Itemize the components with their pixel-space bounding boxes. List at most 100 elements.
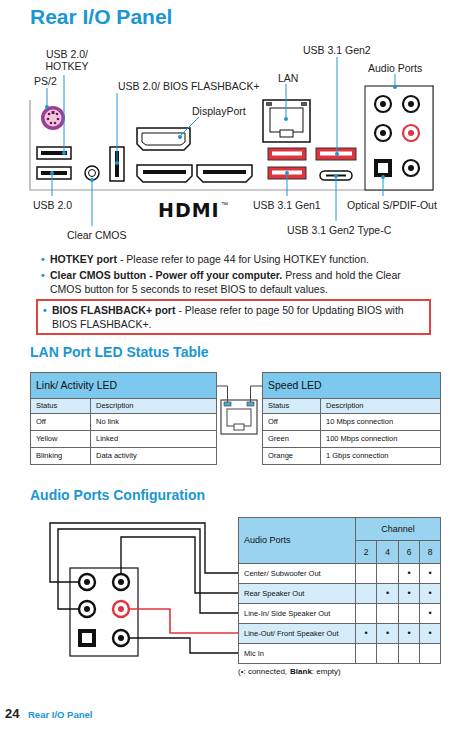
highlight-box: •BIOS FLASHBACK+ port- Please refer to p…: [36, 299, 431, 335]
port-label: USB 3.1 Gen1: [253, 199, 321, 211]
table-text: No link: [96, 417, 119, 427]
table-text: Channel: [381, 524, 415, 535]
table-text: •: [407, 588, 410, 599]
table-text: •: [407, 628, 410, 639]
table-cell: 8: [419, 540, 441, 564]
table-cell: [398, 603, 420, 624]
table-text: Status: [268, 401, 289, 411]
table-cell: •: [419, 583, 441, 604]
table-text: Line-In/ Side Speaker Out: [244, 609, 330, 619]
table-text: •: [428, 568, 431, 579]
table-text: Line-Out/ Front Speaker Out: [244, 629, 339, 639]
bold-term: HOTKEY port: [50, 253, 117, 265]
table-text: Off: [268, 417, 278, 427]
table-cell: No link: [90, 413, 217, 431]
table-cell: 2: [355, 540, 377, 564]
table-cell: Linked: [90, 430, 217, 448]
port-label: USB 3.1 Gen2: [303, 44, 371, 56]
table-cell: Blinking: [30, 447, 91, 465]
table-cell: Line-In/ Side Speaker Out: [238, 603, 356, 624]
port-label: USB 2.0/ BIOS FLASHBACK+: [118, 80, 260, 92]
table-cell: Channel: [355, 517, 441, 541]
footnote-text: : empty): [312, 667, 341, 676]
table-cell: •: [419, 563, 441, 584]
port-label: Clear CMOS: [67, 229, 127, 241]
table-footnote: (•: connected,Blank: empty): [238, 667, 341, 677]
table-text: Linked: [96, 434, 118, 444]
table-text: Yellow: [36, 434, 57, 444]
page-number: 24: [5, 706, 19, 721]
table-text: Description: [96, 401, 134, 411]
footer-title: Rear I/O Panel: [28, 709, 92, 720]
table-cell: Green: [262, 430, 321, 448]
table-cell: Speed LED: [262, 372, 441, 399]
trademark: ™: [221, 201, 228, 209]
table-cell: [398, 643, 420, 664]
table-text: Rear Speaker Out: [244, 589, 304, 599]
table-cell: 4: [376, 540, 399, 564]
section-heading: Audio Ports Configuration: [30, 487, 205, 504]
table-text: Green: [268, 434, 289, 444]
table-text: Blinking: [36, 451, 62, 461]
table-text: •: [386, 588, 389, 599]
port-label: PS/2: [34, 75, 57, 87]
table-text: Center/ Subwoofer Out: [244, 569, 321, 579]
table-text: 2: [364, 547, 369, 558]
table-text: 8: [428, 547, 433, 558]
table-cell: 10 Mbps connection: [320, 413, 441, 431]
table-cell: [419, 643, 441, 664]
table-text: Audio Ports: [244, 535, 291, 546]
port-label: USB 3.1 Gen2 Type-C: [287, 224, 391, 236]
table-cell: •: [398, 583, 420, 604]
table-text: Off: [36, 417, 46, 427]
footnote-text: Blank: [290, 667, 312, 676]
table-text: Status: [36, 401, 57, 411]
table-cell: [355, 643, 377, 664]
table-text: 100 Mbps connection: [326, 434, 397, 444]
table-cell: Yellow: [30, 430, 91, 448]
table-cell: Data activity: [90, 447, 217, 465]
table-cell: •: [419, 603, 441, 624]
table-cell: Status: [262, 398, 321, 414]
table-cell: Status: [30, 398, 91, 414]
table-cell: 6: [398, 540, 420, 564]
table-text: Speed LED: [268, 379, 322, 392]
table-text: Link/ Activity LED: [36, 379, 117, 392]
section-heading: LAN Port LED Status Table: [30, 344, 209, 361]
table-text: •: [428, 628, 431, 639]
bold-term: Clear CMOS button - Power off your compu…: [50, 269, 282, 281]
table-cell: Rear Speaker Out: [238, 583, 356, 604]
port-label: USB 2.0: [33, 199, 72, 211]
table-cell: Link/ Activity LED: [30, 372, 217, 399]
table-cell: Description: [320, 398, 441, 414]
body-text: - Please refer to page 44 for Using HOTK…: [120, 253, 369, 265]
table-cell: 100 Mbps connection: [320, 430, 441, 448]
table-cell: Audio Ports: [238, 517, 356, 564]
table-text: Mic In: [244, 649, 264, 659]
bullet-dot: •: [43, 303, 47, 317]
table-text: •: [386, 628, 389, 639]
bullet-item: • HOTKEY port- Please refer to page 44 fo…: [38, 252, 430, 266]
page-title: Rear I/O Panel: [30, 4, 172, 30]
port-label: Audio Ports: [368, 62, 422, 74]
table-text: •: [428, 588, 431, 599]
table-cell: •: [398, 623, 420, 644]
table-text: Orange: [268, 451, 293, 461]
bullet-dot: •: [41, 252, 45, 266]
table-cell: •: [376, 623, 399, 644]
table-cell: Orange: [262, 447, 321, 465]
table-cell: [376, 603, 399, 624]
table-cell: Line-Out/ Front Speaker Out: [238, 623, 356, 644]
port-label: DisplayPort: [192, 105, 246, 117]
hdmi-logo: HDMI: [158, 200, 220, 220]
table-text: 6: [407, 547, 412, 558]
table-cell: [355, 563, 377, 584]
bullet-dot: •: [41, 268, 45, 282]
table-cell: [355, 603, 377, 624]
table-cell: [376, 643, 399, 664]
port-label: LAN: [278, 72, 298, 84]
table-cell: •: [355, 623, 377, 644]
table-text: Description: [326, 401, 364, 411]
bullet-item: • Clear CMOS button - Power off your comp…: [38, 268, 430, 296]
